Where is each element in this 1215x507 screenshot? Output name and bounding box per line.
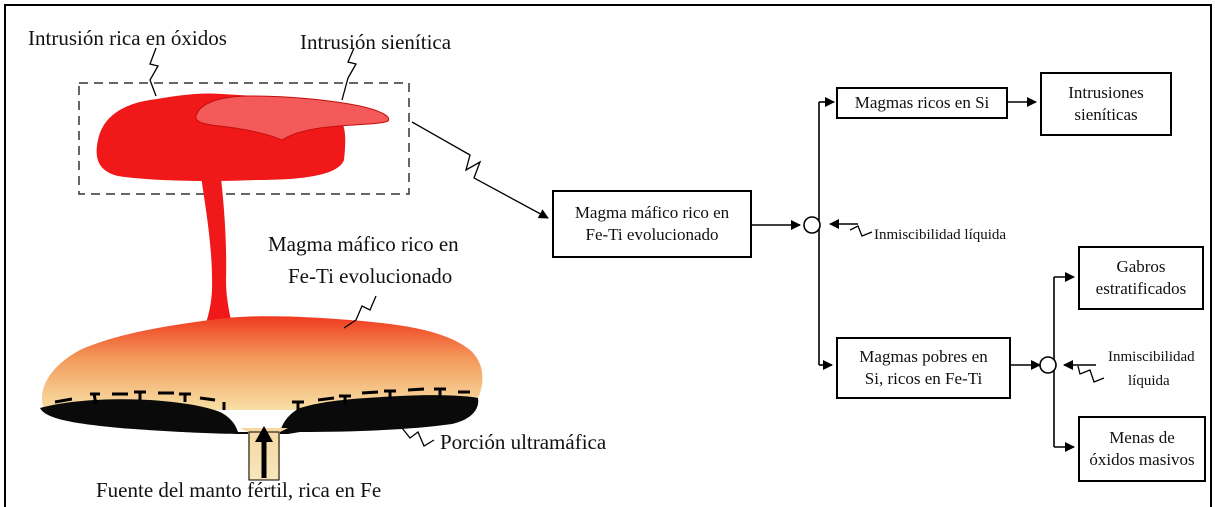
syenitic-intrusion [195,95,390,141]
immiscibility-node-2 [1039,356,1057,374]
cumulate-marks [54,387,470,410]
magma-chamber [41,316,483,410]
leader-syenitic-intrusion [341,47,357,101]
label-syenitic-intrusion: Intrusión sienítica [300,30,452,54]
zigzag-pointer [411,121,549,219]
leader-evolved-magma [343,295,377,329]
box-massive-oxide-ores: Menas de óxidos masivos [1078,416,1206,482]
box-si-rich-magmas: Magmas ricos en Si [836,87,1008,119]
box-syenitic-line1: Intrusiones [1068,83,1144,102]
box-syenitic-line2: sieníticas [1074,105,1138,124]
ultramafic-base [40,395,479,434]
box-si-poor-magmas: Magmas pobres en Si, ricos en Fe-Ti [836,337,1011,399]
leader-oxide-intrusion [149,47,159,97]
box-layered-gabbros: Gabros estratificados [1078,246,1204,310]
box-oxide-ore-line2: óxidos masivos [1089,450,1195,469]
immiscibility-node-1 [803,216,821,234]
box-oxide-ore-line1: Menas de [1109,428,1175,447]
leader-immiscibility-1 [849,225,873,237]
magma-conduit [200,168,236,338]
box-evolved-magma: Magma máfico rico en Fe-Ti evolucionado [552,190,752,258]
label-oxide-rich-intrusion: Intrusión rica en óxidos [28,26,227,50]
box-si-rich-line1: Magmas ricos en Si [854,93,990,112]
label-mantle-source: Fuente del manto fértil, rica en Fe [96,478,382,502]
box-gabbro-line2: estratificados [1095,279,1187,298]
box-gabbro-line1: Gabros [1116,257,1166,276]
label-evolved-magma-line2: Fe-Ti evolucionado [288,264,453,288]
leader-ultramafic [401,427,435,447]
box-evolved-magma-line2: Fe-Ti evolucionado [585,225,719,244]
dashed-selection-box [78,82,410,195]
label-evolved-magma-line1: Magma máfico rico en [268,232,459,256]
flowchart-connectors [750,97,1096,452]
box-si-poor-line2: Si, ricos en Fe-Ti [864,369,983,388]
box-syenitic-intrusions: Intrusiones sieníticas [1040,72,1172,136]
leader-immiscibility-2 [1077,365,1105,383]
label-ultramafic-portion: Porción ultramáfica [440,430,607,454]
label-immiscibility-1: Inmiscibilidad líquida [874,227,1007,243]
label-immiscibility-2-line1: Inmiscibilidad [1108,349,1195,365]
feeder-arrowhead [255,426,273,442]
figure-frame [4,4,1212,507]
box-evolved-magma-line1: Magma máfico rico en [574,203,730,222]
box-si-poor-line1: Magmas pobres en [859,347,988,366]
label-immiscibility-2-line2: líquida [1128,373,1170,389]
